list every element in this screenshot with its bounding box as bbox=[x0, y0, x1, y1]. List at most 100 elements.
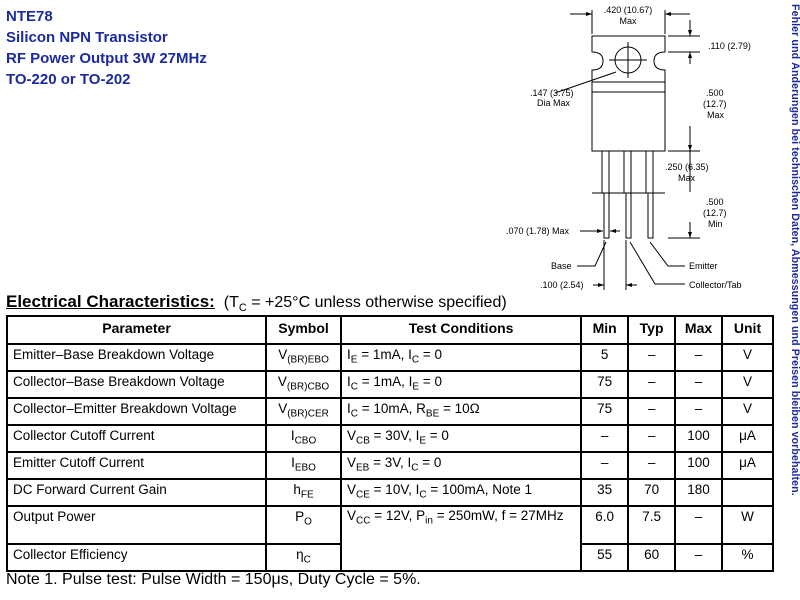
dim-hole: .147 (3.75) bbox=[530, 88, 574, 98]
symbol-cell: ηC bbox=[265, 543, 342, 572]
unit-cell: V bbox=[721, 397, 774, 426]
pin-base-label: Base bbox=[551, 261, 572, 271]
col-header: Test Conditions bbox=[339, 315, 583, 345]
dim-lead-step: .250 (6.35) bbox=[665, 162, 709, 172]
param-cell: Emitter–Base Breakdown Voltage bbox=[5, 343, 268, 372]
dim-width: .420 (10.67) bbox=[604, 5, 653, 15]
dim-body-max: Max bbox=[707, 110, 725, 120]
max-cell: – bbox=[674, 397, 724, 426]
max-cell: 180 bbox=[674, 478, 724, 507]
max-cell: – bbox=[674, 343, 724, 372]
max-cell: – bbox=[674, 543, 724, 572]
side-disclaimer: Fehler und Änderungen bei technischen Da… bbox=[789, 4, 800, 496]
table-header-row: Parameter Symbol Test Conditions Min Typ… bbox=[5, 315, 774, 345]
min-cell: 75 bbox=[580, 397, 630, 426]
conditions-cell: IE = 1mA, IC = 0 bbox=[339, 343, 583, 372]
col-header: Symbol bbox=[265, 315, 342, 345]
dim-lead-step-max: Max bbox=[678, 173, 696, 183]
min-cell: – bbox=[580, 424, 630, 453]
symbol-cell: V(BR)EBO bbox=[265, 343, 342, 372]
description-line: Silicon NPN Transistor bbox=[6, 29, 168, 46]
min-cell: 5 bbox=[580, 343, 630, 372]
param-cell: Collector Efficiency bbox=[5, 543, 268, 572]
dim-lead-min: Min bbox=[708, 219, 723, 229]
typ-cell: 7.5 bbox=[627, 505, 677, 545]
symbol-cell: PO bbox=[265, 505, 342, 545]
unit-cell: V bbox=[721, 343, 774, 372]
unit-cell: W bbox=[721, 505, 774, 545]
dim-body-mm: (12.7) bbox=[703, 99, 727, 109]
typ-cell: 70 bbox=[627, 478, 677, 507]
typ-cell: – bbox=[627, 397, 677, 426]
symbol-cell: ICBO bbox=[265, 424, 342, 453]
param-cell: Output Power bbox=[5, 505, 268, 545]
param-cell: Emitter Cutoff Current bbox=[5, 451, 268, 480]
dim-hole-sub: Dia Max bbox=[537, 98, 571, 108]
electrical-characteristics-table: Parameter Symbol Test Conditions Min Typ… bbox=[5, 315, 774, 572]
unit-cell bbox=[721, 478, 774, 507]
unit-cell: μA bbox=[721, 424, 774, 453]
conditions-cell: VCB = 30V, IE = 0 bbox=[339, 424, 583, 453]
col-header: Min bbox=[580, 315, 630, 345]
pin-emitter-label: Emitter bbox=[689, 261, 718, 271]
param-cell: DC Forward Current Gain bbox=[5, 478, 268, 507]
pin-collector-label: Collector/Tab bbox=[689, 280, 742, 290]
dim-lead-width: .070 (1.78) Max bbox=[506, 226, 570, 236]
typ-cell: – bbox=[627, 451, 677, 480]
max-cell: – bbox=[674, 505, 724, 545]
symbol-cell: IEBO bbox=[265, 451, 342, 480]
description-line: RF Power Output 3W 27MHz bbox=[6, 50, 207, 67]
dim-pitch: .100 (2.54) bbox=[540, 280, 584, 290]
package-diagram: .420 (10.67) Max .110 (2.79) .147 (3.75)… bbox=[506, 5, 751, 290]
col-header: Unit bbox=[721, 315, 774, 345]
max-cell: 100 bbox=[674, 451, 724, 480]
symbol-cell: hFE bbox=[265, 478, 342, 507]
max-cell: 100 bbox=[674, 424, 724, 453]
min-cell: 6.0 bbox=[580, 505, 630, 545]
col-header: Parameter bbox=[5, 315, 268, 345]
unit-cell: % bbox=[721, 543, 774, 572]
col-header: Max bbox=[674, 315, 724, 345]
ec-title: Electrical Characteristics: (TC = +25°C … bbox=[6, 292, 507, 314]
conditions-cell: VCC = 12V, Pin = 250mW, f = 27MHz bbox=[339, 505, 583, 572]
param-cell: Collector–Emitter Breakdown Voltage bbox=[5, 397, 268, 426]
typ-cell: – bbox=[627, 370, 677, 399]
ec-title-bold: Electrical Characteristics: bbox=[6, 292, 215, 311]
dim-lead: .500 bbox=[706, 197, 724, 207]
dim-width-max: Max bbox=[619, 16, 637, 26]
conditions-cell: IC = 10mA, RBE = 10Ω bbox=[339, 397, 583, 426]
typ-cell: 60 bbox=[627, 543, 677, 572]
conditions-cell: IC = 1mA, IE = 0 bbox=[339, 370, 583, 399]
symbol-cell: V(BR)CER bbox=[265, 397, 342, 426]
conditions-cell: VEB = 3V, IC = 0 bbox=[339, 451, 583, 480]
document-header: NTE78 Silicon NPN Transistor RF Power Ou… bbox=[6, 6, 207, 90]
min-cell: – bbox=[580, 451, 630, 480]
part-number: NTE78 bbox=[6, 8, 53, 25]
footnote: Note 1. Pulse test: Pulse Width = 150μs,… bbox=[6, 571, 421, 588]
param-cell: Collector Cutoff Current bbox=[5, 424, 268, 453]
dim-tab: .110 (2.79) bbox=[708, 41, 751, 51]
max-cell: – bbox=[674, 370, 724, 399]
symbol-cell: V(BR)CBO bbox=[265, 370, 342, 399]
typ-cell: – bbox=[627, 343, 677, 372]
unit-cell: μA bbox=[721, 451, 774, 480]
dim-body: .500 bbox=[706, 88, 724, 98]
ec-conditions: (TC = +25°C unless otherwise specified) bbox=[223, 294, 507, 315]
typ-cell: – bbox=[627, 424, 677, 453]
package-line: TO-220 or TO-202 bbox=[6, 71, 131, 88]
min-cell: 75 bbox=[580, 370, 630, 399]
col-header: Typ bbox=[627, 315, 677, 345]
unit-cell: V bbox=[721, 370, 774, 399]
min-cell: 35 bbox=[580, 478, 630, 507]
conditions-cell: VCE = 10V, IC = 100mA, Note 1 bbox=[339, 478, 583, 507]
param-cell: Collector–Base Breakdown Voltage bbox=[5, 370, 268, 399]
dim-lead-mm: (12.7) bbox=[703, 208, 727, 218]
